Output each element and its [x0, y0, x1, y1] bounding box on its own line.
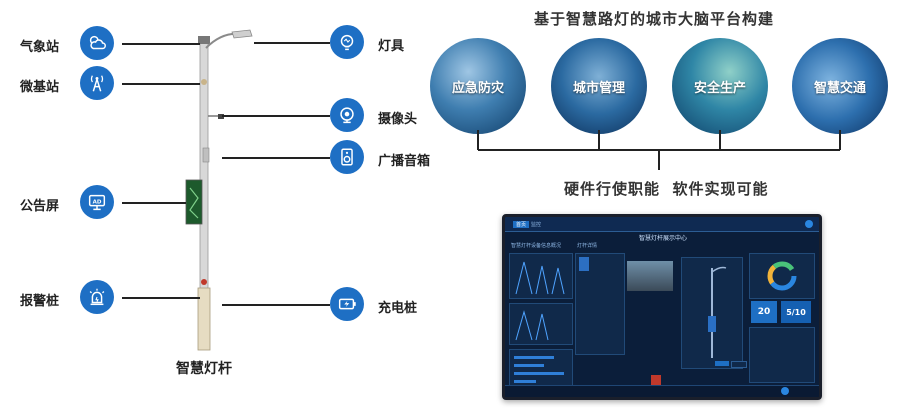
- micro-base-station-leader: [122, 83, 200, 85]
- cloud-sun-icon: [80, 26, 114, 60]
- camera-leader: [222, 115, 330, 117]
- center-panel-header: 灯杆详情: [577, 243, 598, 249]
- bubble-smart-traffic-label: 智慧交通: [813, 80, 866, 96]
- weather-station-label: 气象站: [20, 40, 60, 55]
- lamp-label: 灯具: [378, 39, 405, 54]
- bubble-safety-production-label: 安全生产: [693, 80, 746, 96]
- stat-tile-2-value: 5/10: [786, 307, 806, 317]
- notice-screen-label: 公告屏: [20, 199, 60, 214]
- dashboard-tab-monitor[interactable]: 监控: [531, 222, 542, 228]
- pole-caption: 智慧灯杆: [176, 361, 232, 377]
- alarm-light-icon: [80, 280, 114, 314]
- charging-label: 充电桩: [378, 301, 418, 316]
- stat-tile-2: 5/10: [781, 301, 811, 323]
- lamp-bulb-icon: [330, 25, 364, 59]
- pole-detail-panel: [681, 257, 743, 369]
- dashboard-screenshot: 首页 监控 智慧灯杆展示中心 智慧灯杆设备信息概况 灯杆详情 20: [502, 214, 822, 400]
- ad-screen-icon: AD: [80, 185, 114, 219]
- speaker-label: 广播音箱: [378, 154, 431, 169]
- stat-tile-1: 20: [751, 301, 777, 323]
- bubble-smart-traffic: 智慧交通: [792, 38, 888, 134]
- alert-icon[interactable]: [651, 375, 661, 385]
- dashboard-tab-home[interactable]: 首页: [513, 221, 530, 228]
- smart-pole-illustration: [185, 29, 253, 351]
- charging-icon: [330, 287, 364, 321]
- left-chart-1: [509, 253, 573, 299]
- left-chart-2: [509, 303, 573, 345]
- dashboard-footer: [505, 385, 819, 397]
- lamp-leader: [254, 42, 330, 44]
- camera-label: 摄像头: [378, 112, 418, 127]
- right-list-panel: [749, 327, 815, 383]
- bubble-city-management: 城市管理: [551, 38, 647, 134]
- bubble-emergency: 应急防灾: [430, 38, 526, 134]
- alarm-post-leader: [122, 297, 200, 299]
- footer-info-icon[interactable]: [781, 387, 789, 395]
- device-thumbnail: [579, 257, 589, 271]
- camera-icon: [330, 98, 364, 132]
- speaker-icon: [330, 140, 364, 174]
- platform-subtitle: 硬件行使职能 软件实现可能: [564, 180, 769, 198]
- notice-screen-leader: [122, 202, 186, 204]
- dashboard-title: 智慧灯杆展示中心: [639, 235, 688, 242]
- road-camera-view: [627, 261, 673, 291]
- bubble-city-management-label: 城市管理: [572, 80, 625, 96]
- left-bars: [509, 349, 573, 391]
- dashboard-header: [505, 217, 819, 232]
- switch-button-a[interactable]: [715, 361, 729, 366]
- dashboard-avatar[interactable]: [805, 220, 813, 228]
- platform-title: 基于智慧路灯的城市大脑平台构建: [534, 10, 775, 28]
- speaker-leader: [222, 157, 330, 159]
- switch-button-b[interactable]: [731, 361, 747, 368]
- micro-base-station-label: 微基站: [20, 80, 60, 95]
- ad-screen-text: AD: [93, 199, 102, 205]
- antenna-tower-icon: [80, 66, 114, 100]
- bubble-safety-production: 安全生产: [672, 38, 768, 134]
- charging-leader: [222, 304, 330, 306]
- donut-panel: [749, 253, 815, 299]
- weather-station-leader: [122, 43, 200, 45]
- left-panel-header: 智慧灯杆设备信息概况: [511, 243, 562, 249]
- bubble-bracket: [477, 130, 841, 170]
- stat-tile-1-value: 20: [757, 307, 771, 317]
- alarm-post-label: 报警桩: [20, 294, 60, 309]
- bubble-emergency-label: 应急防灾: [451, 80, 504, 96]
